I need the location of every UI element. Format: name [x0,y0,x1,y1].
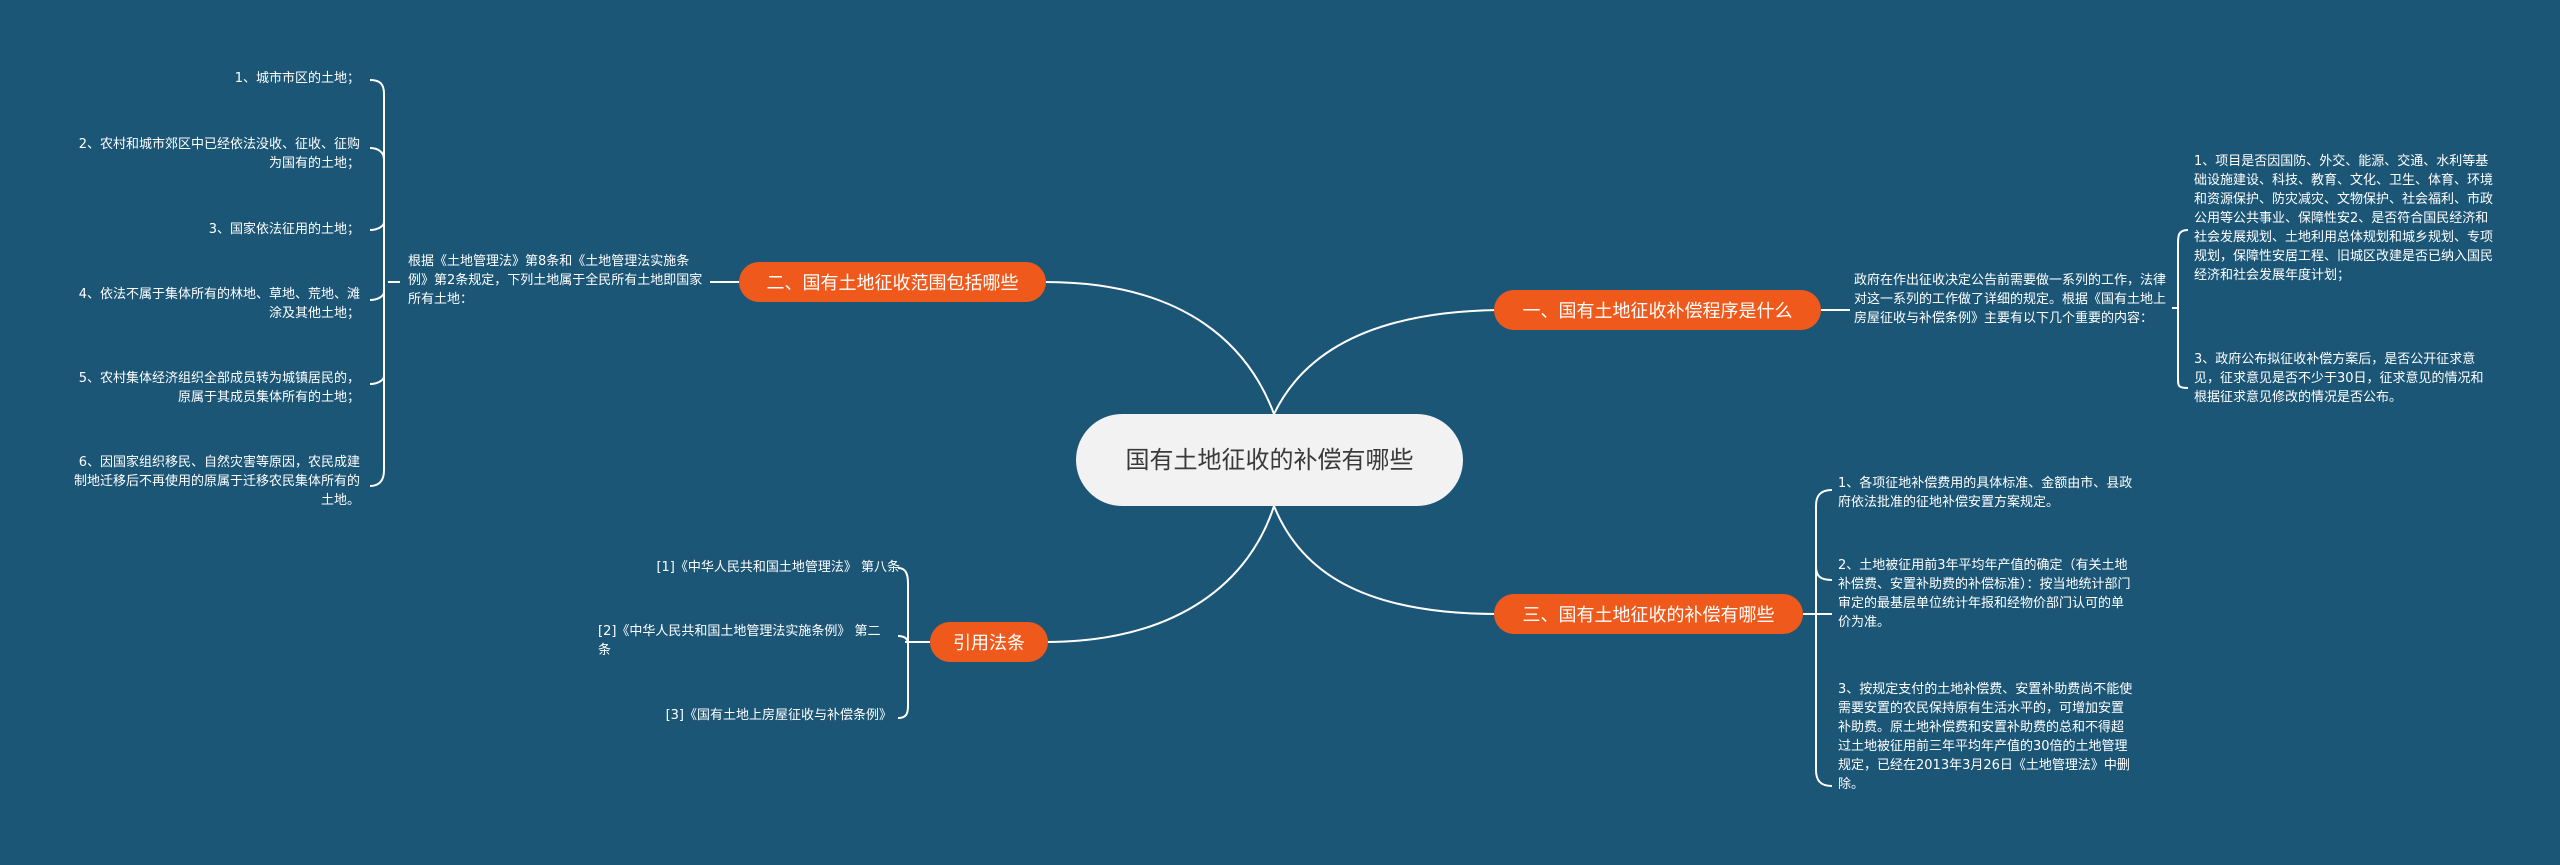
root-title: 国有土地征收的补偿有哪些 [1125,446,1414,474]
branch-2-summary: 根据《土地管理法》第8条和《土地管理法实施条例》第2条规定，下列土地属于全民所有… [408,254,703,307]
branch-2-item-5: 5、农村集体经济组织全部成员转为城镇居民的，原属于其成员集体所有的土地； [78,371,360,405]
reference-2: [2]《中华人民共和国土地管理法实施条例》 第二条 [598,624,881,658]
branch-1-item-2: 3、政府公布拟征收补偿方案后，是否公开征求意见，征求意见是否不少于30日，征求意… [2194,352,2484,405]
branch-1-item-1: 1、项目是否因国防、外交、能源、交通、水利等基础设施建设、科技、教育、文化、卫生… [2194,154,2494,283]
branch-3-item-2: 2、土地被征用前3年平均年产值的确定（有关土地补偿费、安置补助费的补偿标准）：按… [1838,558,2131,630]
branch-4-label: 引用法条 [953,633,1025,654]
branch-3-item-3: 3、按规定支付的土地补偿费、安置补助费尚不能使需要安置的农民保持原有生活水平的，… [1838,682,2133,792]
branch-2-item-3: 3、国家依法征用的土地； [208,222,360,237]
reference-3: [3]《国有土地上房屋征收与补偿条例》 [665,708,892,723]
branch-2-item-1: 1、城市市区的土地； [234,71,360,86]
root-node[interactable]: 国有土地征收的补偿有哪些 [1076,414,1463,506]
branch-2-item-2: 2、农村和城市郊区中已经依法没收、征收、征购为国有的土地； [78,137,360,171]
reference-1: [1]《中华人民共和国土地管理法》 第八条 [656,560,900,575]
branch-1-node[interactable]: 一、国有土地征收补偿程序是什么 [1494,290,1821,330]
branch-3-node[interactable]: 三、国有土地征收的补偿有哪些 [1494,594,1803,634]
branch-2-label: 二、国有土地征收范围包括哪些 [766,273,1019,294]
branch-1-summary: 政府在作出征收决定公告前需要做一系列的工作，法律对这一系列的工作做了详细的规定。… [1854,273,2167,326]
branch-1-label: 一、国有土地征收补偿程序是什么 [1522,301,1793,322]
branch-3-label: 三、国有土地征收的补偿有哪些 [1522,605,1775,626]
branch-4-node[interactable]: 引用法条 [930,622,1048,662]
branch-2-item-6: 6、因国家组织移民、自然灾害等原因，农民成建制地迁移后不再使用的原属于迁移农民集… [73,455,360,508]
branch-2-node[interactable]: 二、国有土地征收范围包括哪些 [739,262,1046,302]
branch-2-item-4: 4、依法不属于集体所有的林地、草地、荒地、滩涂及其他土地； [78,287,360,321]
branch-3-item-1: 1、各项征地补偿费用的具体标准、金额由市、县政府依法批准的征地补偿安置方案规定。 [1838,476,2133,510]
